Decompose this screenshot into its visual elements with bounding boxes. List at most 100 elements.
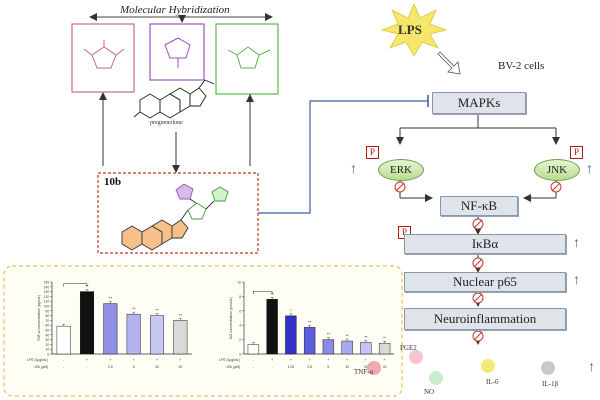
hybridization-title: Molecular Hybridization [120, 4, 230, 16]
cytokine-label: IL-6 [486, 378, 499, 386]
y-tick-label: 10 [45, 348, 49, 352]
y-axis-label: TNF-α concentration (pg/mL) [37, 295, 41, 341]
node-mapks: MAPKs [432, 92, 526, 114]
treatment-row-value: - [253, 365, 254, 369]
phospho-badge-jnk: P [570, 146, 583, 159]
treatment-row-value: + [365, 358, 367, 362]
y-tick-label: 6 [239, 309, 241, 313]
significance-label: ** [179, 312, 183, 317]
node-jnk: JNK [534, 159, 580, 181]
node-ikba: IκBα [404, 234, 566, 254]
inhibition-link [258, 100, 428, 214]
cytokine-label: IL-1β [542, 380, 558, 388]
node-nfkb: NF-κB [440, 196, 518, 216]
treatment-row-label: LPS (1μg/mL) [27, 358, 48, 362]
lps-label: LPS [398, 22, 422, 37]
y-tick-label: 0 [47, 353, 49, 357]
significance-label: ** [308, 319, 312, 324]
bar [126, 313, 141, 355]
treatment-row-label: 10b (μM) [226, 365, 240, 369]
significance-label: ** [327, 332, 331, 337]
cytokine-dot [429, 371, 443, 385]
results-panel-frame [3, 265, 403, 397]
significance-label: ** [109, 296, 113, 301]
cells-label: BV-2 cells [498, 60, 545, 72]
y-tick-label: 8 [239, 295, 241, 299]
treatment-row-value: + [271, 358, 273, 362]
treatment-row-value: + [156, 358, 158, 362]
fragment-structure-pink [83, 40, 125, 69]
y-tick-label: 50 [45, 329, 49, 333]
y-tick-label: 150 [44, 281, 50, 285]
y-tick-label: 20 [45, 343, 49, 347]
cytokine-dot [481, 359, 495, 373]
treatment-row-value: - [272, 365, 273, 369]
bar [378, 342, 391, 355]
treatment-row-value: - [86, 365, 87, 369]
treatment-row-value: 10 [155, 365, 159, 369]
bar [103, 303, 118, 355]
inhibit-symbols [394, 181, 562, 342]
y-tick-label: 120 [44, 295, 50, 299]
fragment-structure-purple [164, 37, 191, 68]
comparison-bracket [63, 283, 88, 287]
treatment-row-value: + [346, 358, 348, 362]
y-tick-label: 140 [44, 285, 50, 289]
bar [322, 339, 335, 355]
treatment-row-value: 10 [345, 365, 349, 369]
treatment-row-value: + [133, 358, 135, 362]
bar [79, 291, 95, 355]
lps-arrow [437, 51, 461, 75]
significance-label: ** [155, 308, 159, 313]
y-tick-label: 10 [237, 281, 241, 285]
fragment-frame-purple [149, 23, 205, 81]
y-tick-label: 70 [45, 319, 49, 323]
fragment-frame-pink [71, 23, 135, 93]
treatment-row-value: 20 [364, 365, 368, 369]
treatment-row-value: 5 [133, 365, 135, 369]
pregnenolone-structure [133, 79, 215, 119]
bar [266, 299, 278, 355]
y-axis-label: NO concentration (μmol/L) [229, 297, 233, 339]
pregnenolone-label: pregnenolone [150, 120, 183, 126]
treatment-row-label: 10b (μM) [34, 365, 48, 369]
treatment-row-label: LPS (1μg/mL) [219, 358, 240, 362]
lps-star [380, 2, 448, 57]
compound-label: 10b [104, 176, 122, 188]
compound-10b-structure [121, 183, 229, 251]
bar [303, 327, 316, 355]
treatment-row-value: + [327, 358, 329, 362]
fragment-frame-green [215, 23, 279, 95]
y-tick-label: 30 [45, 338, 49, 342]
cytokine-dot [409, 350, 423, 364]
bar [285, 315, 297, 355]
treatment-row-value: 2.5 [307, 365, 312, 369]
bar [341, 340, 353, 355]
treatment-row-value: - [63, 358, 64, 362]
cytokine-dot [367, 361, 381, 375]
node-neuroinflammation: Neuroinflammation [404, 308, 566, 330]
bar [360, 342, 372, 355]
significance-label: ** [364, 334, 368, 339]
node-erk: ERK [378, 159, 424, 181]
cytokine-label: NO [424, 388, 435, 396]
cytokine-label: PGE2 [400, 344, 417, 352]
treatment-row-value: + [86, 358, 88, 362]
bar [173, 320, 188, 355]
treatment-row-value: 1.25 [288, 365, 295, 369]
y-tick-label: 110 [44, 300, 49, 304]
y-tick-label: 2 [239, 338, 241, 342]
cytokine-dot [541, 361, 555, 375]
bar [247, 344, 260, 355]
y-tick-label: 90 [45, 309, 49, 313]
treatment-row-value: 40 [383, 365, 387, 369]
treatment-row-value: + [309, 358, 311, 362]
phospho-badge-erk: P [366, 146, 379, 159]
significance-label: ** [132, 306, 136, 311]
y-tick-label: 40 [45, 333, 49, 337]
treatment-row-value: + [290, 358, 292, 362]
fragment-structure-green [227, 46, 271, 69]
treatment-row-value: - [63, 365, 64, 369]
